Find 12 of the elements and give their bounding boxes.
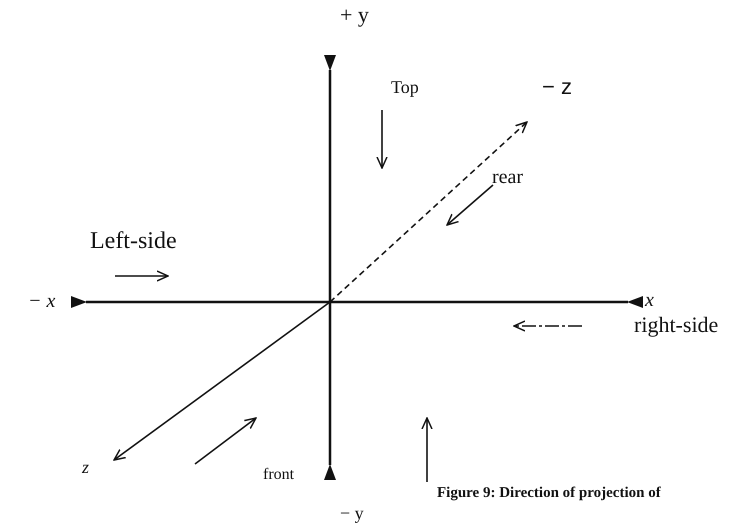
axis-label: − x: [28, 291, 56, 311]
axis-label: z: [82, 458, 90, 476]
view-label: Top: [391, 78, 419, 96]
axis-label: + y: [340, 4, 369, 26]
figure-caption: Figure 9: Direction of projection of: [437, 486, 661, 501]
axis-label: − z: [542, 76, 572, 98]
axis-label: − y: [340, 504, 364, 522]
view-label: rear: [492, 167, 524, 187]
view-label: Left-side: [90, 229, 177, 253]
view-label: front: [263, 467, 294, 483]
view-label: right-side: [634, 314, 718, 336]
axis-label: x: [645, 290, 654, 310]
